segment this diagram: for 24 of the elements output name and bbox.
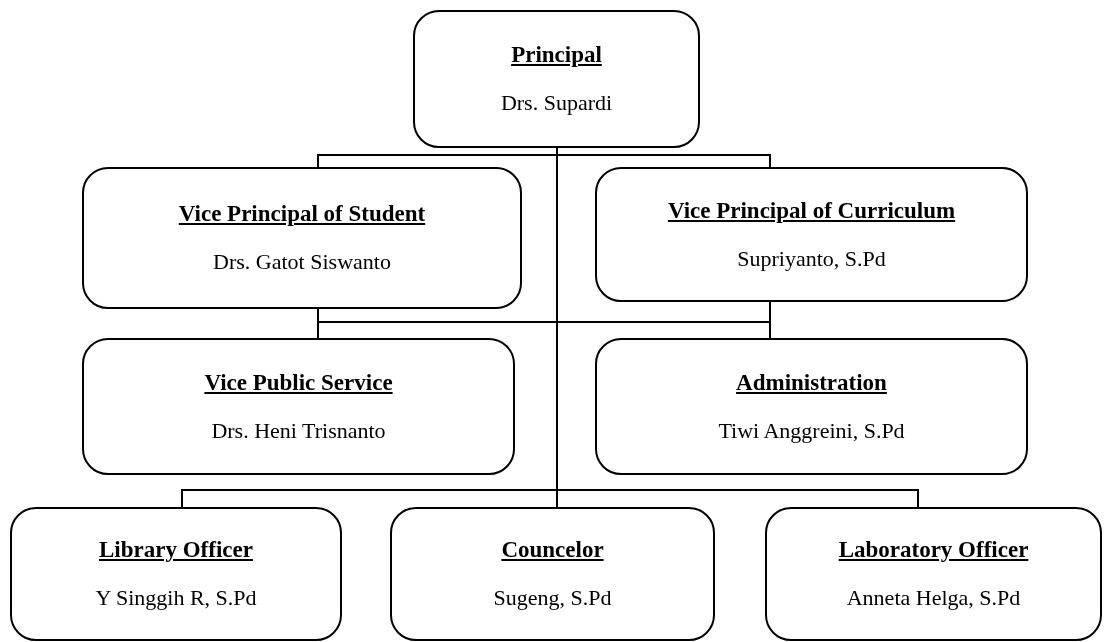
position-box bbox=[595, 167, 1028, 302]
position-title: Administration bbox=[736, 369, 887, 396]
position-box bbox=[82, 338, 515, 475]
position-title: Vice Principal of Student bbox=[178, 201, 426, 227]
position-box bbox=[413, 10, 700, 148]
position-title: Vice Public Service bbox=[204, 369, 393, 396]
person-name: Supriyanto, S.Pd bbox=[737, 245, 886, 272]
position-box bbox=[765, 507, 1102, 641]
person-name: Anneta Helga, S.Pd bbox=[846, 585, 1021, 611]
position-title: Principal bbox=[511, 42, 602, 68]
person-name: Drs. Gatot Siswanto bbox=[213, 249, 391, 275]
person-name: Sugeng, S.Pd bbox=[493, 585, 612, 611]
position-title: Library Officer bbox=[99, 537, 253, 563]
position-box bbox=[390, 507, 715, 641]
position-title: Councelor bbox=[501, 537, 604, 563]
position-title: Vice Principal of Curriculum bbox=[667, 197, 956, 224]
position-box bbox=[10, 507, 342, 641]
person-name: Drs. Heni Trisnanto bbox=[211, 417, 386, 444]
position-box bbox=[595, 338, 1028, 475]
person-name: Tiwi Anggreini, S.Pd bbox=[718, 417, 905, 444]
position-title: Laboratory Officer bbox=[838, 537, 1029, 563]
person-name: Y Singgih R, S.Pd bbox=[95, 585, 257, 611]
person-name: Drs. Supardi bbox=[500, 90, 613, 116]
position-box bbox=[82, 167, 522, 309]
